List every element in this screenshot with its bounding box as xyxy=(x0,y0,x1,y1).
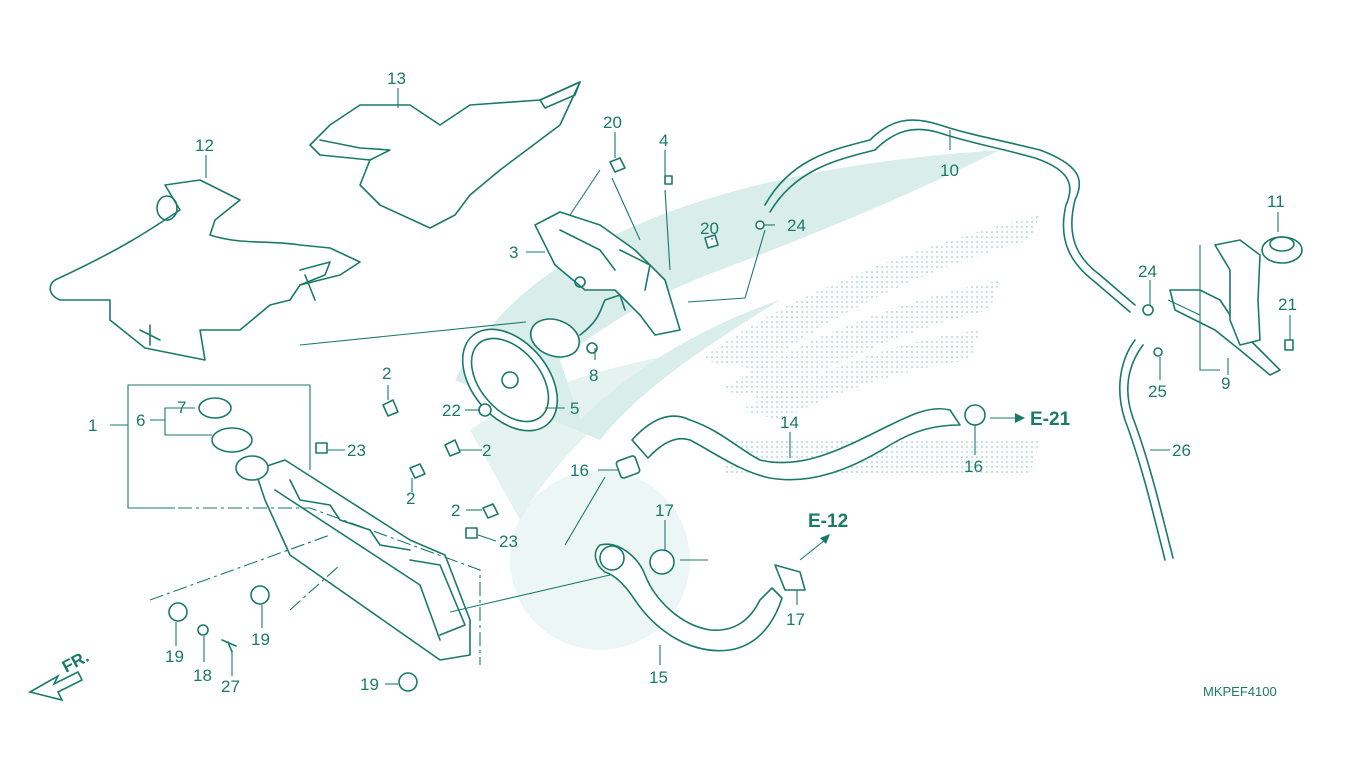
callout-19: 19 xyxy=(360,675,379,694)
callout-23: 23 xyxy=(347,441,366,460)
callout-19: 19 xyxy=(251,630,270,649)
callout-5: 5 xyxy=(570,399,579,418)
callout-16: 16 xyxy=(570,461,589,480)
part-7-cap[interactable] xyxy=(198,397,253,453)
callout-8: 8 xyxy=(589,366,598,385)
callout-2: 2 xyxy=(482,441,491,460)
part-26-hose[interactable] xyxy=(1119,339,1174,561)
reference-e21[interactable]: E-21 xyxy=(1030,409,1071,430)
callout-16: 16 xyxy=(964,457,983,476)
part-1-radiator[interactable] xyxy=(235,455,471,661)
callout-7: 7 xyxy=(177,398,186,417)
callout-1: 1 xyxy=(88,416,97,435)
small-hardware xyxy=(168,157,1294,692)
reference-e12[interactable]: E-12 xyxy=(808,511,848,532)
callout-23: 23 xyxy=(499,532,518,551)
callout-10: 10 xyxy=(940,161,959,180)
callout-12: 12 xyxy=(195,136,214,155)
leader-lines xyxy=(110,88,1291,685)
part-14-upper-hose[interactable] xyxy=(615,404,986,481)
callout-24: 24 xyxy=(787,216,806,235)
part-12-cover[interactable] xyxy=(49,179,361,361)
part-9-reserve-tank[interactable] xyxy=(1169,239,1281,376)
part-10-hose[interactable] xyxy=(764,119,1136,313)
callout-22: 22 xyxy=(442,401,461,420)
callout-20: 20 xyxy=(700,219,719,238)
callout-3: 3 xyxy=(509,243,518,262)
part-13-shroud[interactable] xyxy=(309,81,581,229)
callout-14: 14 xyxy=(780,413,799,432)
callout-20: 20 xyxy=(603,113,622,132)
callout-2: 2 xyxy=(406,489,415,508)
part-15-lower-hose[interactable] xyxy=(594,543,806,652)
callout-2: 2 xyxy=(451,501,460,520)
callout-21: 21 xyxy=(1278,295,1297,314)
part-11-tank-cap[interactable] xyxy=(1261,236,1303,264)
reference-arrows xyxy=(799,413,1025,561)
callout-4: 4 xyxy=(659,131,668,150)
callout-2: 2 xyxy=(382,364,391,383)
callout-labels: 1 2 2 2 2 3 4 5 6 7 8 9 10 11 12 13 14 1… xyxy=(88,69,1297,696)
front-marker: FR. xyxy=(59,647,92,677)
callout-15: 15 xyxy=(649,668,668,687)
callout-6: 6 xyxy=(136,411,145,430)
callout-24: 24 xyxy=(1138,262,1157,281)
callout-9: 9 xyxy=(1221,374,1230,393)
part-8-motor[interactable] xyxy=(525,294,626,363)
callout-17: 17 xyxy=(655,501,674,520)
callout-26: 26 xyxy=(1172,441,1191,460)
part-3-fan-shroud[interactable] xyxy=(534,211,681,336)
callout-27: 27 xyxy=(221,677,240,696)
callout-18: 18 xyxy=(193,666,212,685)
callout-25: 25 xyxy=(1148,382,1167,401)
callout-11: 11 xyxy=(1267,192,1285,211)
callout-13: 13 xyxy=(387,69,406,88)
callout-19: 19 xyxy=(165,647,184,666)
callout-17: 17 xyxy=(786,610,805,629)
front-direction-arrow: FR. xyxy=(27,647,92,702)
diagram-code: MKPEF4100 xyxy=(1203,684,1277,699)
